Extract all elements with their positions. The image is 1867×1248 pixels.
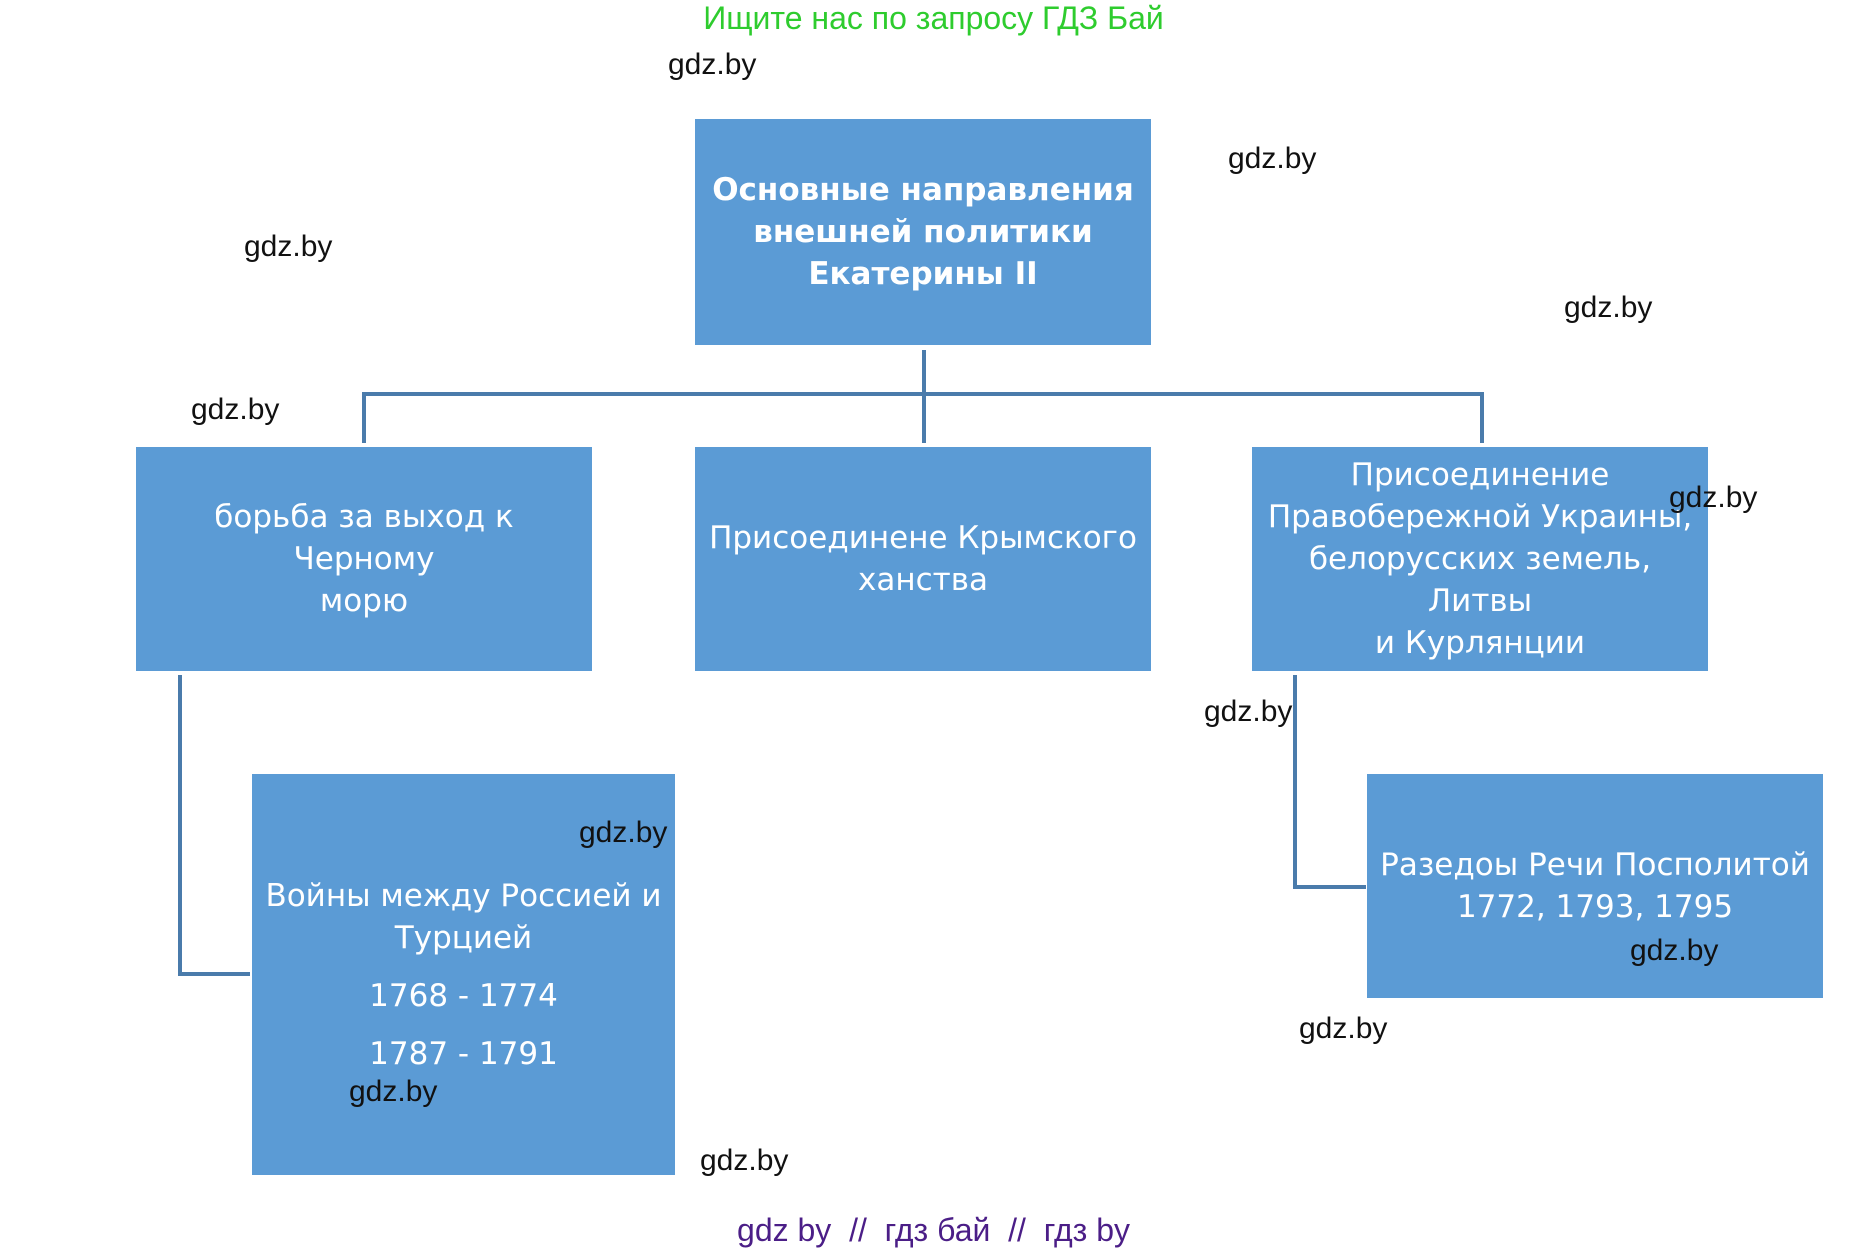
watermark: gdz.by [579,816,668,849]
connector-to-ukraine [1480,392,1484,443]
node-crimea-line: ханства [858,562,988,598]
node-root-line: внешней политики [753,214,1093,250]
node-ukraine-line: Присоединение [1350,457,1610,493]
node-wars-date: 1768 - 1774 [369,977,558,1014]
connector-to-partitions [1293,885,1366,889]
node-black-sea-line: борьба за выход к Черному [214,499,514,577]
promo-banner-bottom: gdz by // гдз бай // гдз by [737,1212,1130,1248]
connector-horizontal-bus [362,392,1484,396]
node-wars-date: 1787 - 1791 [369,1035,558,1072]
node-root-line: Основные направления [712,172,1134,208]
node-ukraine-line: и Курлянции [1374,625,1586,661]
node-partitions-line: 1772, 1793, 1795 [1456,889,1734,925]
node-crimea: Присоединене Крымского ханства [695,447,1151,671]
connector-ukraine-down [1293,675,1297,889]
watermark: gdz.by [349,1075,438,1108]
node-ukraine-line: белорусских земель, Литвы [1308,541,1652,619]
node-root-line: Екатерины II [808,256,1038,292]
watermark: gdz.by [1564,291,1653,324]
node-crimea-line: Присоединене Крымского [709,520,1137,556]
watermark: gdz.by [1299,1012,1388,1045]
node-black-sea-line: морю [319,583,409,619]
watermark: gdz.by [1204,695,1293,728]
connector-to-black-sea [362,392,366,443]
connector-black-sea-down [178,675,182,976]
watermark: gdz.by [700,1144,789,1177]
watermark: gdz.by [668,48,757,81]
watermark: gdz.by [1228,142,1317,175]
node-partitions: Разедоы Речи Посполитой 1772, 1793, 1795 [1367,774,1823,998]
node-black-sea: борьба за выход к Черному морю [136,447,592,671]
node-wars: Войны между Россией и Турцией 1768 - 177… [252,774,675,1175]
watermark: gdz.by [1669,481,1758,514]
node-root: Основные направления внешней политики Ек… [695,119,1151,345]
connector-to-wars [178,972,250,976]
node-partitions-line: Разедоы Речи Посполитой [1380,847,1810,883]
node-wars-title-line: Войны между Россией и [265,877,662,914]
promo-banner-top: Ищите нас по запросу ГДЗ Бай [703,0,1164,36]
node-wars-title-line: Турцией [394,919,533,956]
node-ukraine-line: Правобережной Украины, [1267,499,1693,535]
node-ukraine: Присоединение Правобережной Украины, бел… [1252,447,1708,671]
watermark: gdz.by [1630,934,1719,967]
connector-root-down [922,350,926,443]
watermark: gdz.by [191,393,280,426]
watermark: gdz.by [244,230,333,263]
